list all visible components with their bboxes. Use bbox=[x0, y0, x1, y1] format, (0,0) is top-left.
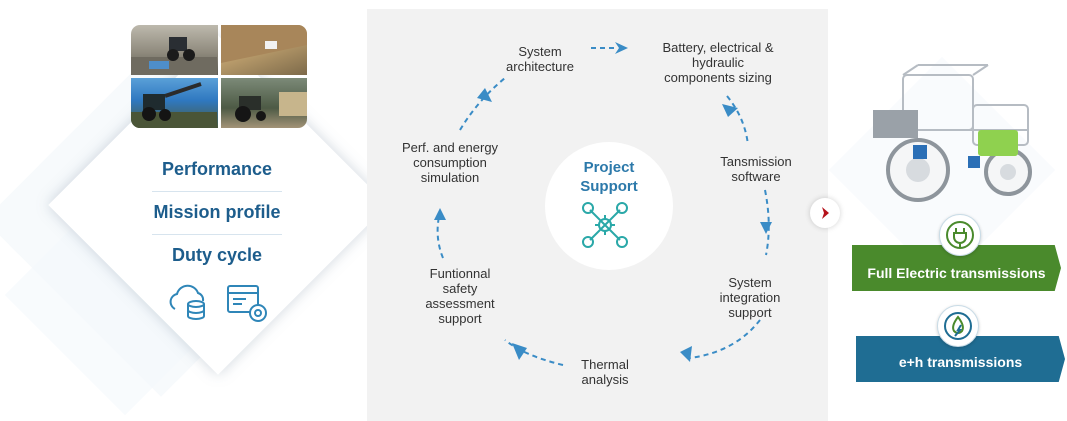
step-perf-energy-simulation: Perf. and energy consumption simulation bbox=[401, 140, 499, 185]
step-functional-safety: Funtionnal safety assessment support bbox=[425, 266, 495, 326]
criteria-performance: Performance bbox=[161, 159, 273, 179]
wrench-gear-icon bbox=[580, 200, 630, 250]
hub-title: Project Support bbox=[580, 159, 638, 195]
criteria-mission-profile: Mission profile bbox=[153, 202, 281, 222]
cycle-arrows bbox=[434, 42, 772, 366]
telehandler-photo bbox=[131, 78, 218, 128]
step-system-integration: System integration support bbox=[719, 275, 781, 320]
vehicle-photo-grid bbox=[131, 25, 307, 128]
chevron-right-icon bbox=[810, 198, 840, 228]
loader-photo bbox=[131, 25, 218, 75]
step-thermal-analysis: Thermal analysis bbox=[581, 357, 629, 387]
step-battery-sizing: Battery, electrical & hydraulic componen… bbox=[662, 40, 774, 85]
project-support-hub bbox=[545, 142, 673, 270]
cloud-database-icon bbox=[167, 281, 211, 321]
e-h-transmissions-banner: e+h transmissions bbox=[856, 336, 1065, 382]
tractor-cutaway-image bbox=[858, 60, 1048, 210]
step-system-architecture: System architecture bbox=[506, 44, 574, 74]
criteria-divider bbox=[152, 191, 282, 192]
field-machine-photo bbox=[220, 25, 307, 75]
tractor-photo bbox=[220, 78, 307, 128]
criteria-divider bbox=[152, 234, 282, 235]
hybrid-drop-icon bbox=[937, 305, 979, 347]
step-transmission-software: Tansmission software bbox=[720, 154, 792, 184]
criteria-duty-cycle: Duty cycle bbox=[171, 245, 263, 265]
electric-plug-icon bbox=[939, 214, 981, 256]
monitor-settings-icon bbox=[226, 284, 270, 324]
